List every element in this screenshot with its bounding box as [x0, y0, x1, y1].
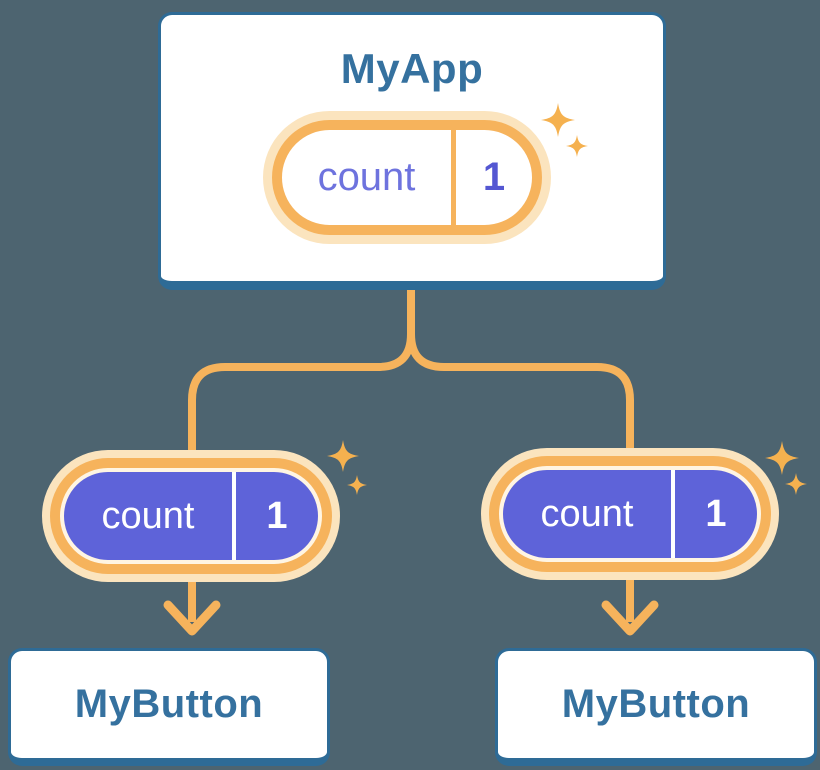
state-value-label: 1: [705, 492, 727, 535]
child-component-card-left: MyButton: [8, 648, 330, 766]
sparkle-icon: [566, 135, 588, 157]
arrow-down-icon: [163, 600, 221, 636]
child-component-title: MyButton: [561, 682, 751, 726]
sparkle-icon: [765, 441, 799, 475]
state-pill-divider: [232, 472, 236, 560]
child-state-pill-right: count 1: [499, 466, 761, 562]
state-key-label: count: [317, 155, 416, 199]
state-value-label: 1: [266, 494, 288, 537]
child-component-card-right: MyButton: [495, 648, 817, 766]
root-component-title: MyApp: [340, 45, 484, 92]
sparkle-icon: [541, 103, 575, 137]
state-pill-divider: [671, 470, 675, 558]
root-state-pill: count 1: [272, 120, 542, 235]
sparkle-icon: [785, 473, 807, 495]
child-component-title: MyButton: [74, 682, 264, 726]
state-key-label: count: [101, 494, 195, 537]
child-state-pill-left: count 1: [60, 468, 322, 564]
state-key-label: count: [540, 492, 634, 535]
connector-branch-left: [188, 284, 415, 622]
sparkle-icon: [327, 440, 359, 472]
connector-branch-right: [407, 284, 634, 622]
state-pill-divider: [451, 130, 456, 225]
arrow-down-icon: [601, 600, 659, 636]
state-value-label: 1: [482, 155, 506, 199]
sparkle-icon: [347, 475, 367, 495]
